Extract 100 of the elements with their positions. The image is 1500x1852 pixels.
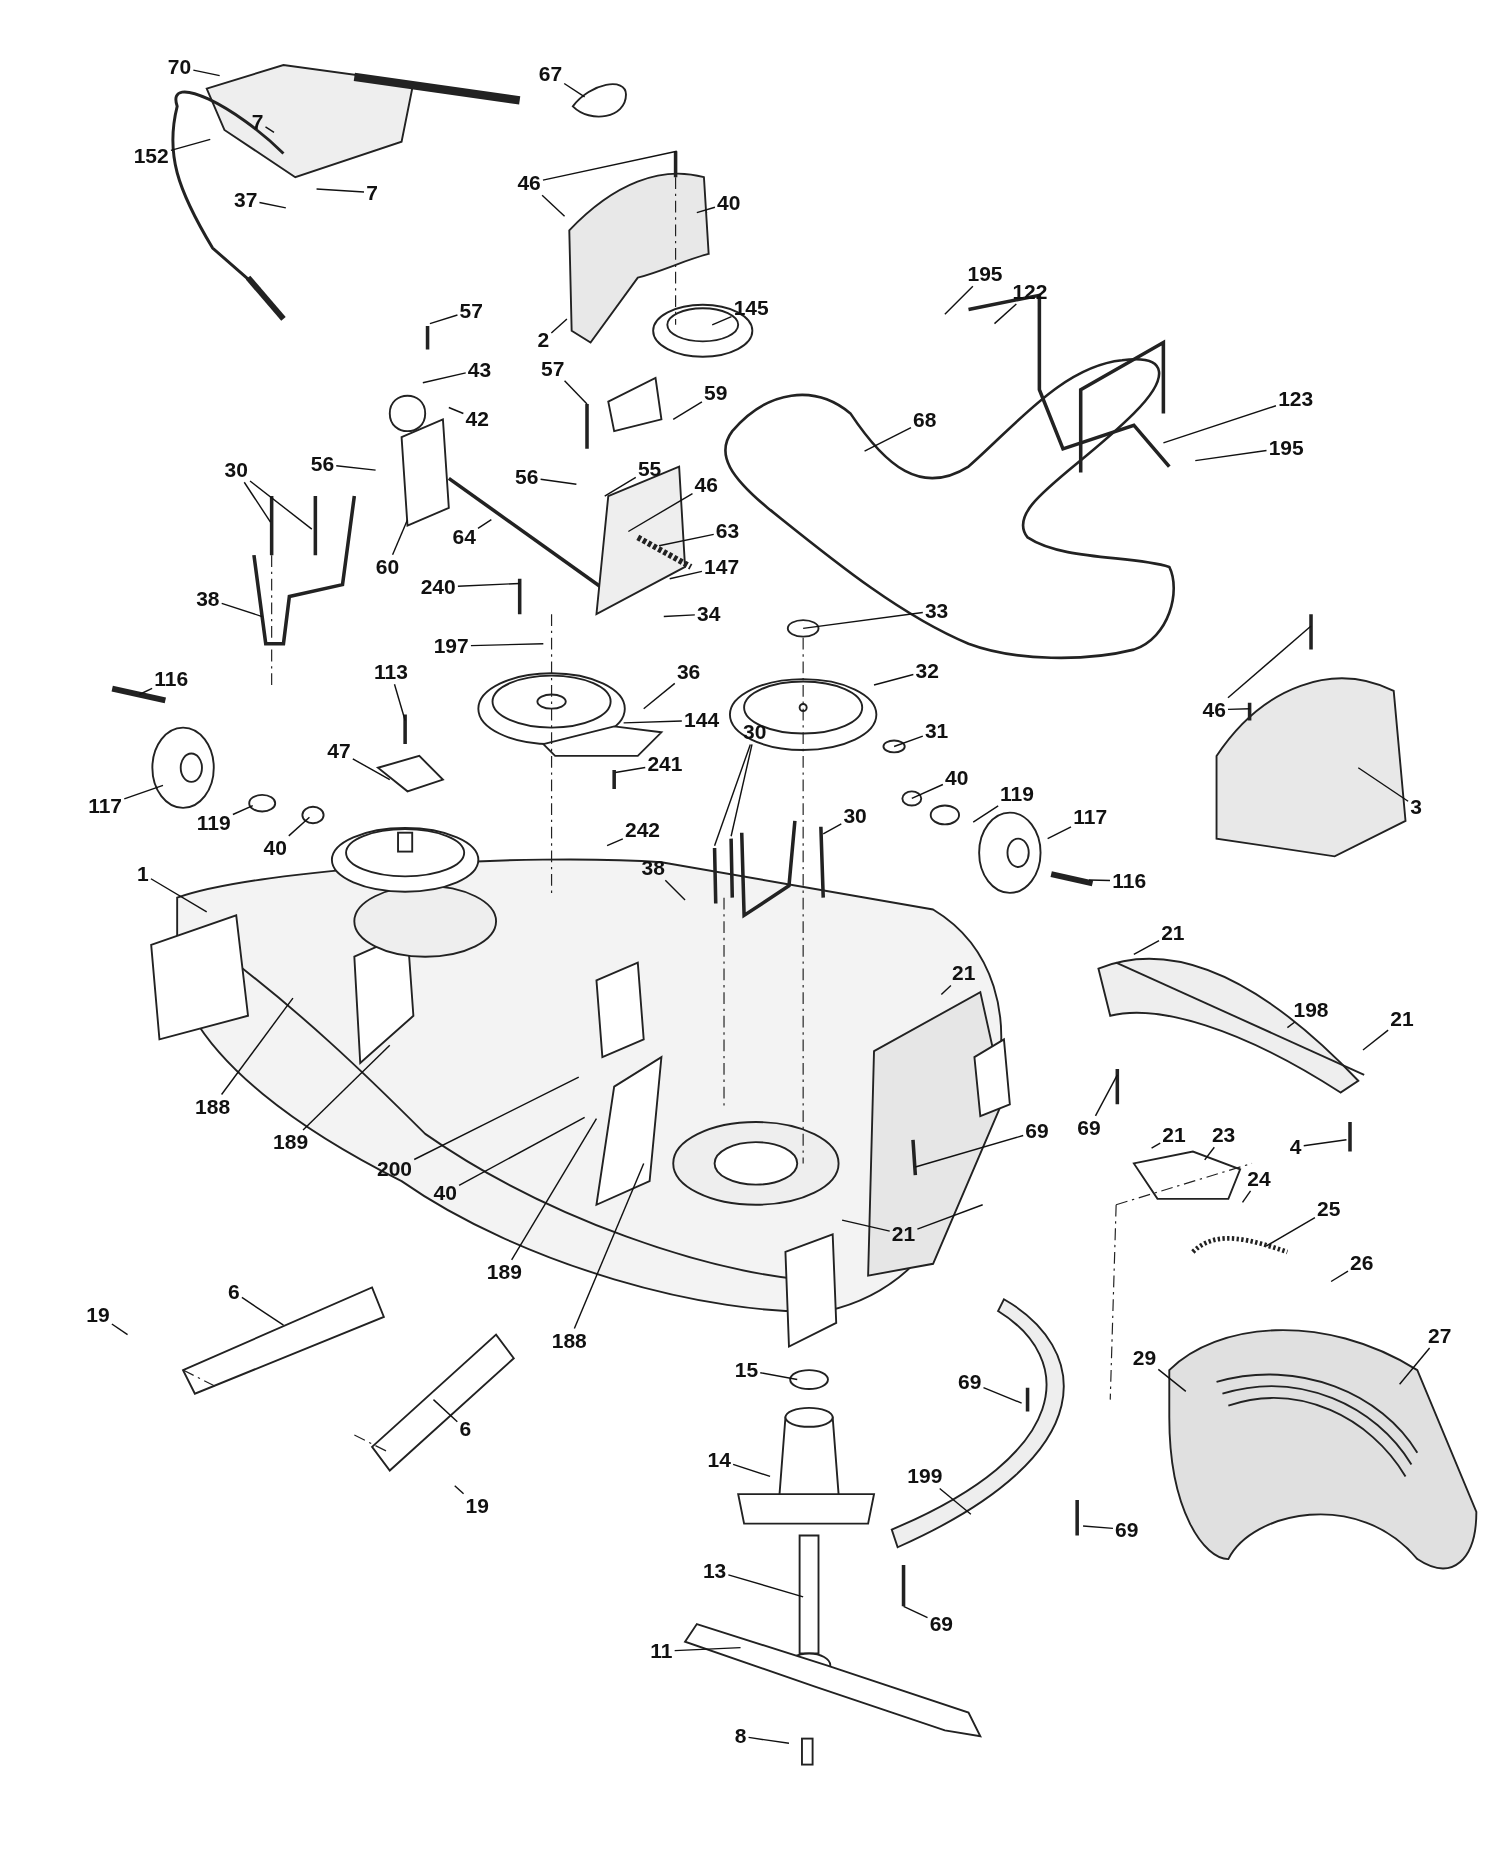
callout-number: 189 [272,1131,310,1154]
leader-line [672,401,703,420]
callout-number: 199 [906,1465,944,1488]
leader-line [563,82,586,98]
leader-line [627,492,694,533]
callout-number: 117 [1072,806,1109,829]
callout-number: 27 [1427,1324,1453,1347]
callout-number: 21 [1389,1008,1415,1031]
leader-line [550,318,568,334]
leader-line [939,1487,972,1515]
callout-number: 26 [1349,1251,1375,1274]
callout-number: 21 [1160,922,1186,945]
callout-number: 13 [701,1559,728,1582]
callout-number: 69 [1114,1518,1140,1541]
leader-line [622,720,683,724]
callout-number: 67 [537,63,564,86]
callout-number: 56 [514,466,540,489]
leader-line [352,758,391,781]
callout-number: 33 [923,599,950,622]
callout-number: 36 [675,661,702,684]
leader-line [1082,1525,1114,1530]
leader-line [1088,879,1111,882]
callout-number: 195 [1267,436,1305,459]
callout-number: 241 [646,753,684,776]
callout-number: 59 [703,382,729,405]
leader-line [1046,826,1072,840]
leader-line [614,766,646,774]
callout-number: 144 [683,709,721,732]
leader-line [429,314,459,325]
callout-number: 19 [85,1303,111,1326]
callout-number: 145 [732,297,770,320]
leader-line [563,380,588,405]
callout-number: 116 [153,668,190,691]
leader-line [732,1463,771,1478]
leader-line [413,1076,580,1161]
leader-line [1227,707,1251,711]
leader-line [288,816,311,837]
callout-number: 56 [309,453,336,476]
callout-number: 69 [928,1613,954,1635]
leader-line [264,126,275,133]
leader-line [232,804,254,816]
callout-number: 14 [706,1448,732,1471]
callout-number: 6 [458,1418,473,1441]
leader-line [669,570,703,580]
leader-line [1286,1021,1296,1029]
callout-number: 3 [1409,795,1423,818]
callout-number: 4 [1288,1135,1303,1158]
leader-line [1330,1270,1349,1283]
callout-number: 200 [375,1158,413,1181]
callout-number: 46 [693,474,719,497]
leader-line [658,533,715,547]
callout-number: 30 [742,721,768,744]
leader-line [911,783,944,800]
callout-number: 30 [842,805,868,828]
callout-number: 8 [733,1725,748,1748]
leader-line [730,743,753,837]
callout-number: 40 [432,1181,458,1204]
leader-line [258,201,287,209]
leader-line [673,1646,742,1652]
leader-line [802,611,924,630]
leader-line [727,1574,804,1598]
leader-line [902,1605,929,1619]
leader-line [302,1044,391,1131]
leader-line [192,69,221,77]
leader-line [111,1323,129,1336]
leader-line [1133,939,1160,956]
leader-line [393,683,406,722]
leader-line [454,1485,465,1495]
callout-number: 1 [136,863,150,885]
callout-number: 31 [923,720,950,743]
leader-line [221,602,263,618]
callout-number: 68 [912,409,938,432]
callout-number: 25 [1316,1198,1342,1221]
leader-line [841,1219,891,1232]
leader-line [457,582,521,587]
callout-number: 7 [365,181,379,204]
callout-number: 30 [223,459,249,482]
callout-number: 29 [1131,1347,1158,1370]
leader-line [241,1296,285,1326]
leader-line [477,519,493,530]
leader-line [315,188,365,193]
leader-line [711,315,733,326]
leader-line [863,426,912,452]
leader-line [422,372,467,384]
leader-line [604,476,637,497]
leader-line [1357,767,1409,802]
callout-number: 240 [419,576,457,598]
callout-number: 122 [1011,280,1049,303]
callout-number: 197 [432,635,470,658]
callout-number: 6 [227,1281,241,1304]
leader-line [822,823,842,835]
callout-number: 116 [1111,870,1148,893]
callout-number: 69 [957,1370,983,1393]
leader-line [573,1162,645,1330]
callout-number: 37 [233,188,259,211]
callout-number: 63 [714,520,741,543]
leader-line [940,984,952,996]
callout-number: 57 [458,299,484,322]
leader-line [713,743,752,847]
callout-number: 70 [166,56,193,79]
